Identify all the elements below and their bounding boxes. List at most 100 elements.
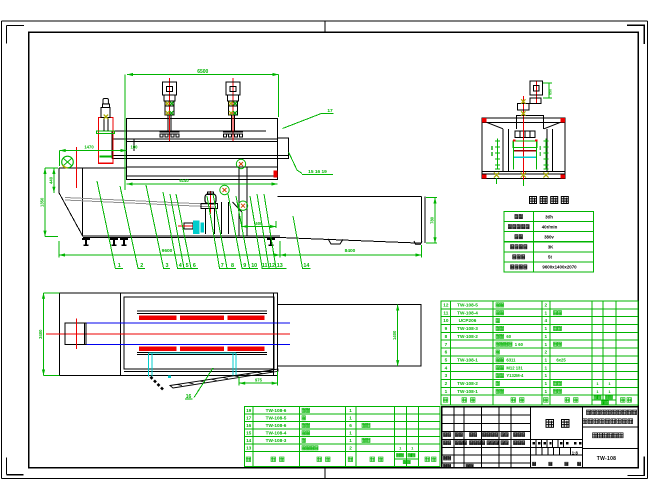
svg-text:1: 1 <box>544 326 547 331</box>
svg-text:1: 1 <box>596 389 599 394</box>
svg-text:M12 131: M12 131 <box>506 365 523 370</box>
svg-text:1: 1 <box>118 263 121 269</box>
svg-text:1: 1 <box>544 334 547 339</box>
svg-text:6x25: 6x25 <box>556 357 566 362</box>
svg-text:40r/min: 40r/min <box>542 224 558 229</box>
svg-text:650: 650 <box>549 89 553 95</box>
svg-text:12: 12 <box>269 263 275 269</box>
svg-text:100: 100 <box>131 144 139 149</box>
svg-text:380v: 380v <box>544 235 554 240</box>
svg-text:440: 440 <box>48 176 53 184</box>
svg-text:5: 5 <box>445 357 448 362</box>
svg-text:1: 1 <box>608 381 611 386</box>
svg-text:16: 16 <box>186 394 192 400</box>
svg-text:1: 1 <box>544 389 547 394</box>
svg-text:1: 1 <box>349 430 352 435</box>
svg-text:17: 17 <box>327 108 333 114</box>
svg-text:1: 1 <box>544 310 547 315</box>
svg-text:5t: 5t <box>548 255 552 260</box>
svg-text:TW-108: TW-108 <box>597 456 616 462</box>
svg-text:1: 1 <box>544 373 547 378</box>
svg-text:11: 11 <box>443 310 448 315</box>
svg-text:1: 1 <box>349 438 352 443</box>
svg-text:3K: 3K <box>548 245 554 250</box>
svg-text:4: 4 <box>179 263 182 269</box>
svg-text:1: 1 <box>349 408 352 413</box>
svg-text:14: 14 <box>246 438 252 443</box>
svg-text:1400: 1400 <box>392 330 397 340</box>
svg-text:8: 8 <box>445 334 448 339</box>
svg-text:TW-108-4: TW-108-4 <box>266 430 287 435</box>
svg-text:4: 4 <box>544 318 547 323</box>
svg-text:9600x1400x2070: 9600x1400x2070 <box>542 265 577 270</box>
svg-text:8400: 8400 <box>345 248 356 254</box>
svg-text:1350: 1350 <box>40 197 45 207</box>
svg-text:1: 1 <box>544 381 547 386</box>
svg-text:Y132M-4: Y132M-4 <box>506 373 524 378</box>
svg-text:2: 2 <box>140 263 143 269</box>
svg-text:14: 14 <box>303 263 309 269</box>
svg-text:5: 5 <box>186 263 189 269</box>
svg-text:12: 12 <box>443 303 449 308</box>
svg-text:3: 3 <box>445 373 448 378</box>
svg-text:780: 780 <box>430 216 435 224</box>
svg-text:1: 1 <box>399 445 402 450</box>
svg-text:15: 15 <box>246 430 252 435</box>
svg-text:19: 19 <box>246 408 252 413</box>
svg-text:6140: 6140 <box>179 178 189 183</box>
svg-text:1: 1 <box>349 415 352 420</box>
svg-text:15 16 19: 15 16 19 <box>308 169 327 175</box>
svg-text:TW-108-1: TW-108-1 <box>457 389 478 394</box>
svg-text:TW-108-4: TW-108-4 <box>457 310 478 315</box>
svg-text:1 60: 1 60 <box>515 342 524 347</box>
svg-text:6: 6 <box>193 263 196 269</box>
svg-text:3: 3 <box>166 263 169 269</box>
svg-text:10: 10 <box>443 318 449 323</box>
svg-text:2: 2 <box>445 381 448 386</box>
svg-text:60: 60 <box>506 334 511 339</box>
svg-text:9: 9 <box>445 326 448 331</box>
svg-text:TW-108-3: TW-108-3 <box>266 438 287 443</box>
svg-text:2: 2 <box>544 350 547 355</box>
svg-text:TW-108-3: TW-108-3 <box>457 326 478 331</box>
svg-text:7: 7 <box>221 263 224 269</box>
svg-text:TW-108-2: TW-108-2 <box>457 381 478 386</box>
svg-text:1: 1 <box>608 389 611 394</box>
svg-text:9: 9 <box>243 263 246 269</box>
svg-text:8: 8 <box>231 263 234 269</box>
svg-text:1: 1 <box>596 381 599 386</box>
svg-text:1: 1 <box>411 445 414 450</box>
svg-text:1470: 1470 <box>84 144 94 149</box>
svg-text:17: 17 <box>246 415 252 420</box>
svg-text:TW-108-5: TW-108-5 <box>457 303 478 308</box>
svg-text:6: 6 <box>349 423 352 428</box>
svg-text:9600: 9600 <box>162 248 173 254</box>
svg-text:1: 1 <box>544 342 547 347</box>
svg-text:2: 2 <box>349 445 352 450</box>
svg-text:TW-108-6: TW-108-6 <box>266 423 287 428</box>
svg-text:13: 13 <box>246 445 252 450</box>
svg-text:TW-108-2: TW-108-2 <box>457 334 478 339</box>
svg-text:3400: 3400 <box>38 329 43 339</box>
svg-text:11: 11 <box>262 263 268 269</box>
svg-text:13: 13 <box>277 263 283 269</box>
svg-text:10: 10 <box>251 263 257 269</box>
svg-text:TW-108-5: TW-108-5 <box>266 415 287 420</box>
svg-text:1: 1 <box>544 365 547 370</box>
svg-text:16: 16 <box>246 423 252 428</box>
svg-text:1: 1 <box>544 357 547 362</box>
svg-text:TW-108-6: TW-108-6 <box>266 408 287 413</box>
svg-text:975: 975 <box>255 378 263 383</box>
svg-text:6: 6 <box>445 350 448 355</box>
svg-text:1:8: 1:8 <box>572 451 579 456</box>
svg-text:TW-108-1: TW-108-1 <box>457 357 478 362</box>
svg-text:3t/h: 3t/h <box>545 214 553 219</box>
svg-text:6311: 6311 <box>506 357 516 362</box>
svg-text:2: 2 <box>544 303 547 308</box>
svg-text:7: 7 <box>445 342 448 347</box>
svg-text:600: 600 <box>255 221 263 226</box>
svg-text:1: 1 <box>445 389 448 394</box>
svg-text:UCP206: UCP206 <box>459 318 477 323</box>
svg-text:4: 4 <box>445 365 448 370</box>
svg-text:6500: 6500 <box>197 69 208 75</box>
